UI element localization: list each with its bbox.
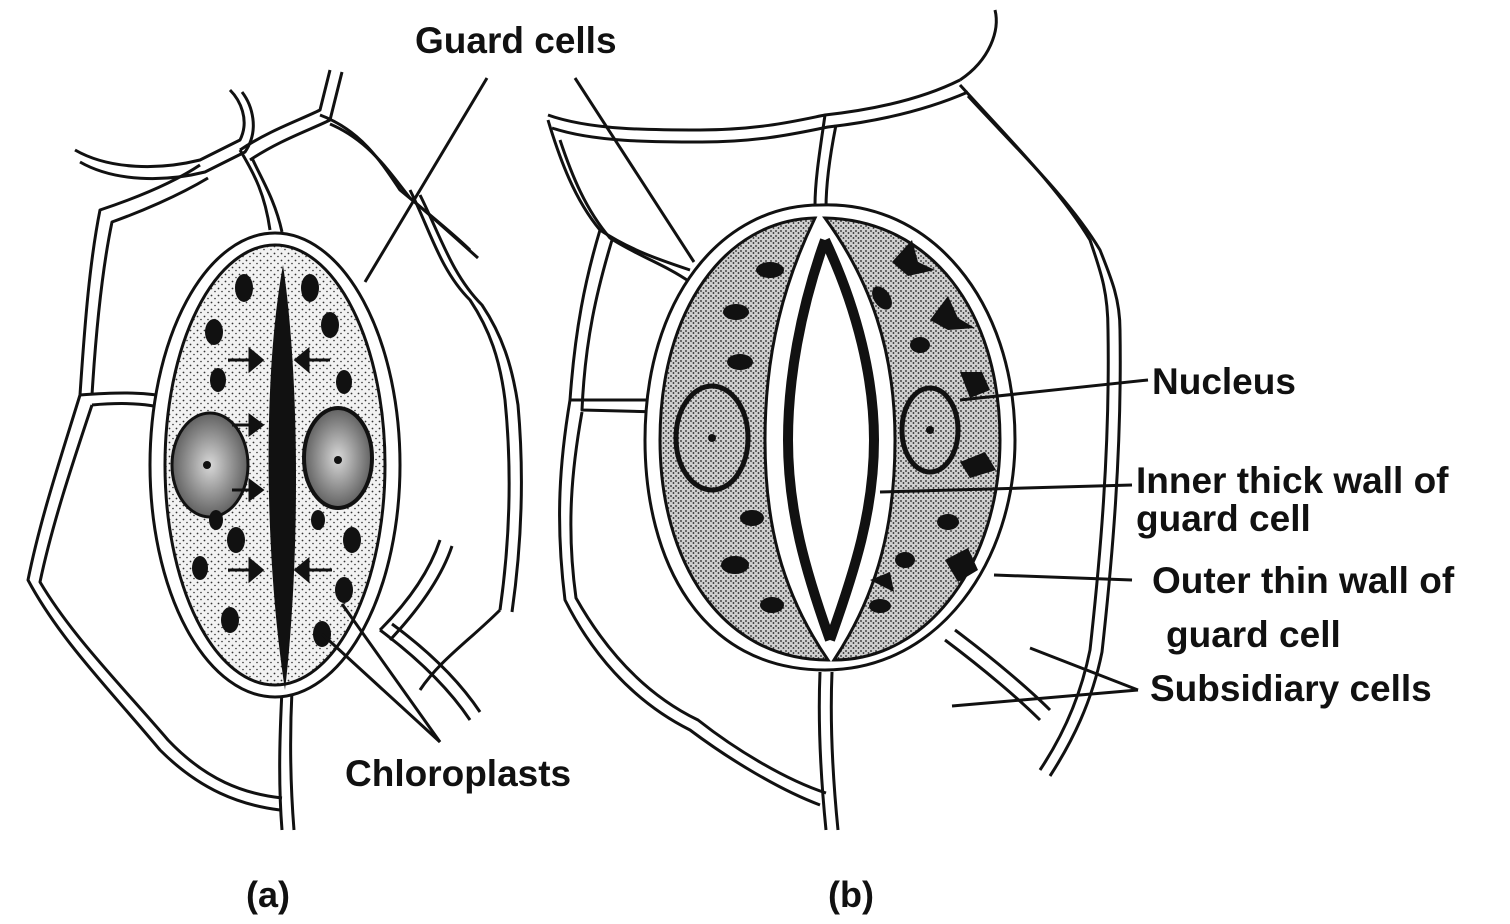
nucleus-label: Nucleus bbox=[1152, 363, 1296, 400]
panel-b-label: (b) bbox=[828, 876, 874, 913]
panel-a-label: (a) bbox=[246, 876, 290, 913]
inner-wall-label-line1: Inner thick wall of bbox=[1136, 462, 1449, 499]
stoma-b bbox=[645, 205, 1015, 670]
stoma-a bbox=[150, 233, 400, 697]
outer-wall-label-line2: guard cell bbox=[1166, 616, 1341, 653]
outer-wall-label-line1: Outer thin wall of bbox=[1152, 562, 1454, 599]
subsidiary-leader-1 bbox=[1030, 648, 1138, 690]
outer-wall-leader bbox=[994, 575, 1132, 580]
inner-wall-label-line2: guard cell bbox=[1136, 500, 1311, 537]
chloroplasts-leader-1 bbox=[342, 604, 440, 742]
guard-cells-leader-b bbox=[575, 78, 694, 262]
chloroplasts-label: Chloroplasts bbox=[345, 755, 571, 792]
subsidiary-cells-label: Subsidiary cells bbox=[1150, 670, 1432, 707]
guard-cells-label: Guard cells bbox=[415, 22, 617, 59]
